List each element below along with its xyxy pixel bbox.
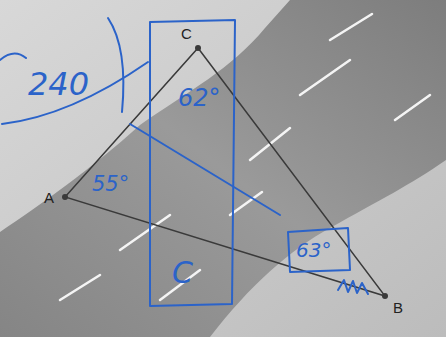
angle-note: 63° <box>296 240 331 260</box>
vertex-label: B <box>393 300 403 315</box>
handwritten-note: 240 <box>28 68 89 100</box>
angle-note: 62° <box>178 86 221 110</box>
handwritten-note: C <box>172 258 193 288</box>
vertex-label: A <box>44 190 54 205</box>
vertex-label: C <box>181 26 192 41</box>
vertex-dots <box>62 45 388 299</box>
pen-marks <box>0 18 368 306</box>
water-streaks <box>60 14 430 300</box>
angle-note: 55° <box>92 174 129 195</box>
